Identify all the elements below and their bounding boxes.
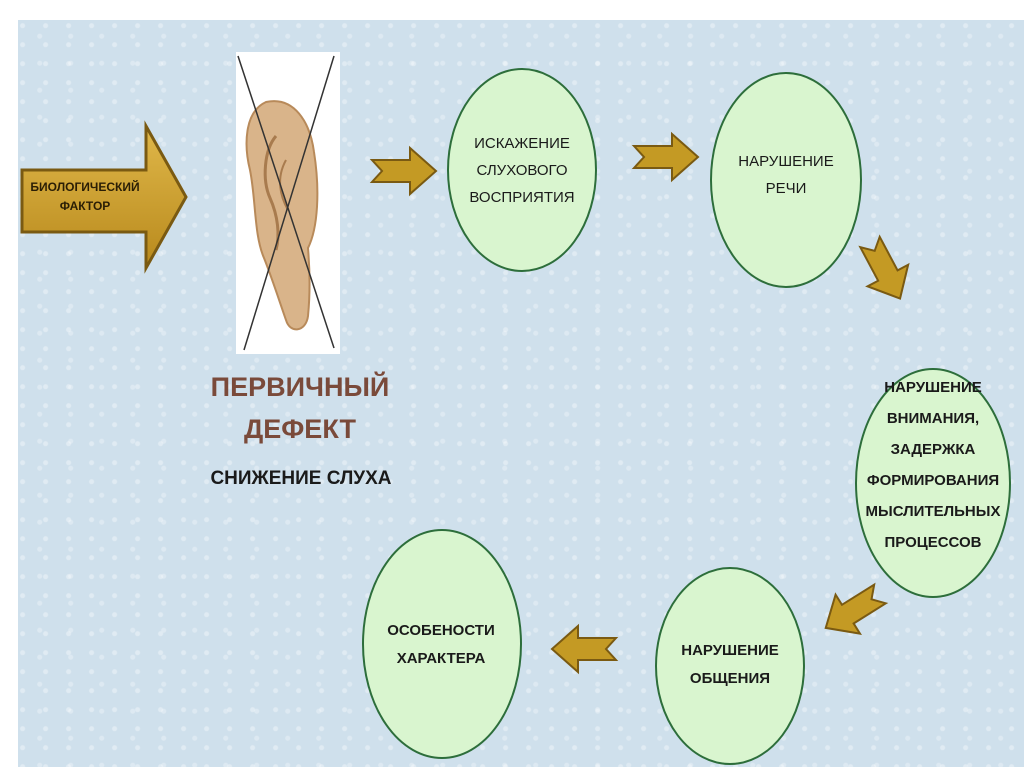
ear-image	[236, 52, 340, 354]
arrow-to-communication	[824, 582, 889, 635]
node-label-distortion: ИСКАЖЕНИЕ СЛУХОВОГО ВОСПРИЯТИЯ	[469, 134, 575, 206]
node-circle-character	[362, 529, 522, 759]
node-circle-distortion	[447, 68, 597, 272]
node-label-attention: НАРУШЕНИЕ ВНИМАНИЯ, ЗАДЕРЖКА ФОРМИРОВАНИ…	[865, 379, 1001, 551]
biological-factor-arrow	[20, 120, 188, 274]
diagram-canvas	[20, 52, 1011, 765]
node-label-communication: НАРУШЕНИЕ ОБЩЕНИЯ	[681, 642, 779, 687]
node-label-character: ОСОБЕНОСТИ ХАРАКТЕРА	[387, 622, 495, 667]
primary-defect-subtitle: СНИЖЕНИЕ СЛУХА	[210, 468, 392, 489]
primary-defect-title: ПЕРВИЧНЫЙ ДЕФЕКТ	[210, 372, 390, 444]
node-circle-communication	[655, 567, 805, 765]
slide-background: БИОЛОГИЧЕСКИЙ ФАКТОР ПЕРВИЧНЫЙ ДЕФЕКТ СН…	[18, 20, 1024, 767]
arrow-to-character	[550, 623, 619, 675]
arrow-to-speech	[631, 131, 700, 183]
node-circle-speech	[710, 72, 862, 288]
arrow-to-distortion	[369, 145, 438, 197]
arrow-to-attention	[858, 234, 910, 300]
biological-factor-label: БИОЛОГИЧЕСКИЙ ФАКТОР	[30, 180, 140, 213]
node-circle-attention	[855, 368, 1011, 598]
node-label-speech: НАРУШЕНИЕ РЕЧИ	[738, 153, 834, 197]
cross-line	[237, 55, 335, 349]
ear-icon	[245, 100, 319, 331]
cross-line	[243, 55, 335, 351]
